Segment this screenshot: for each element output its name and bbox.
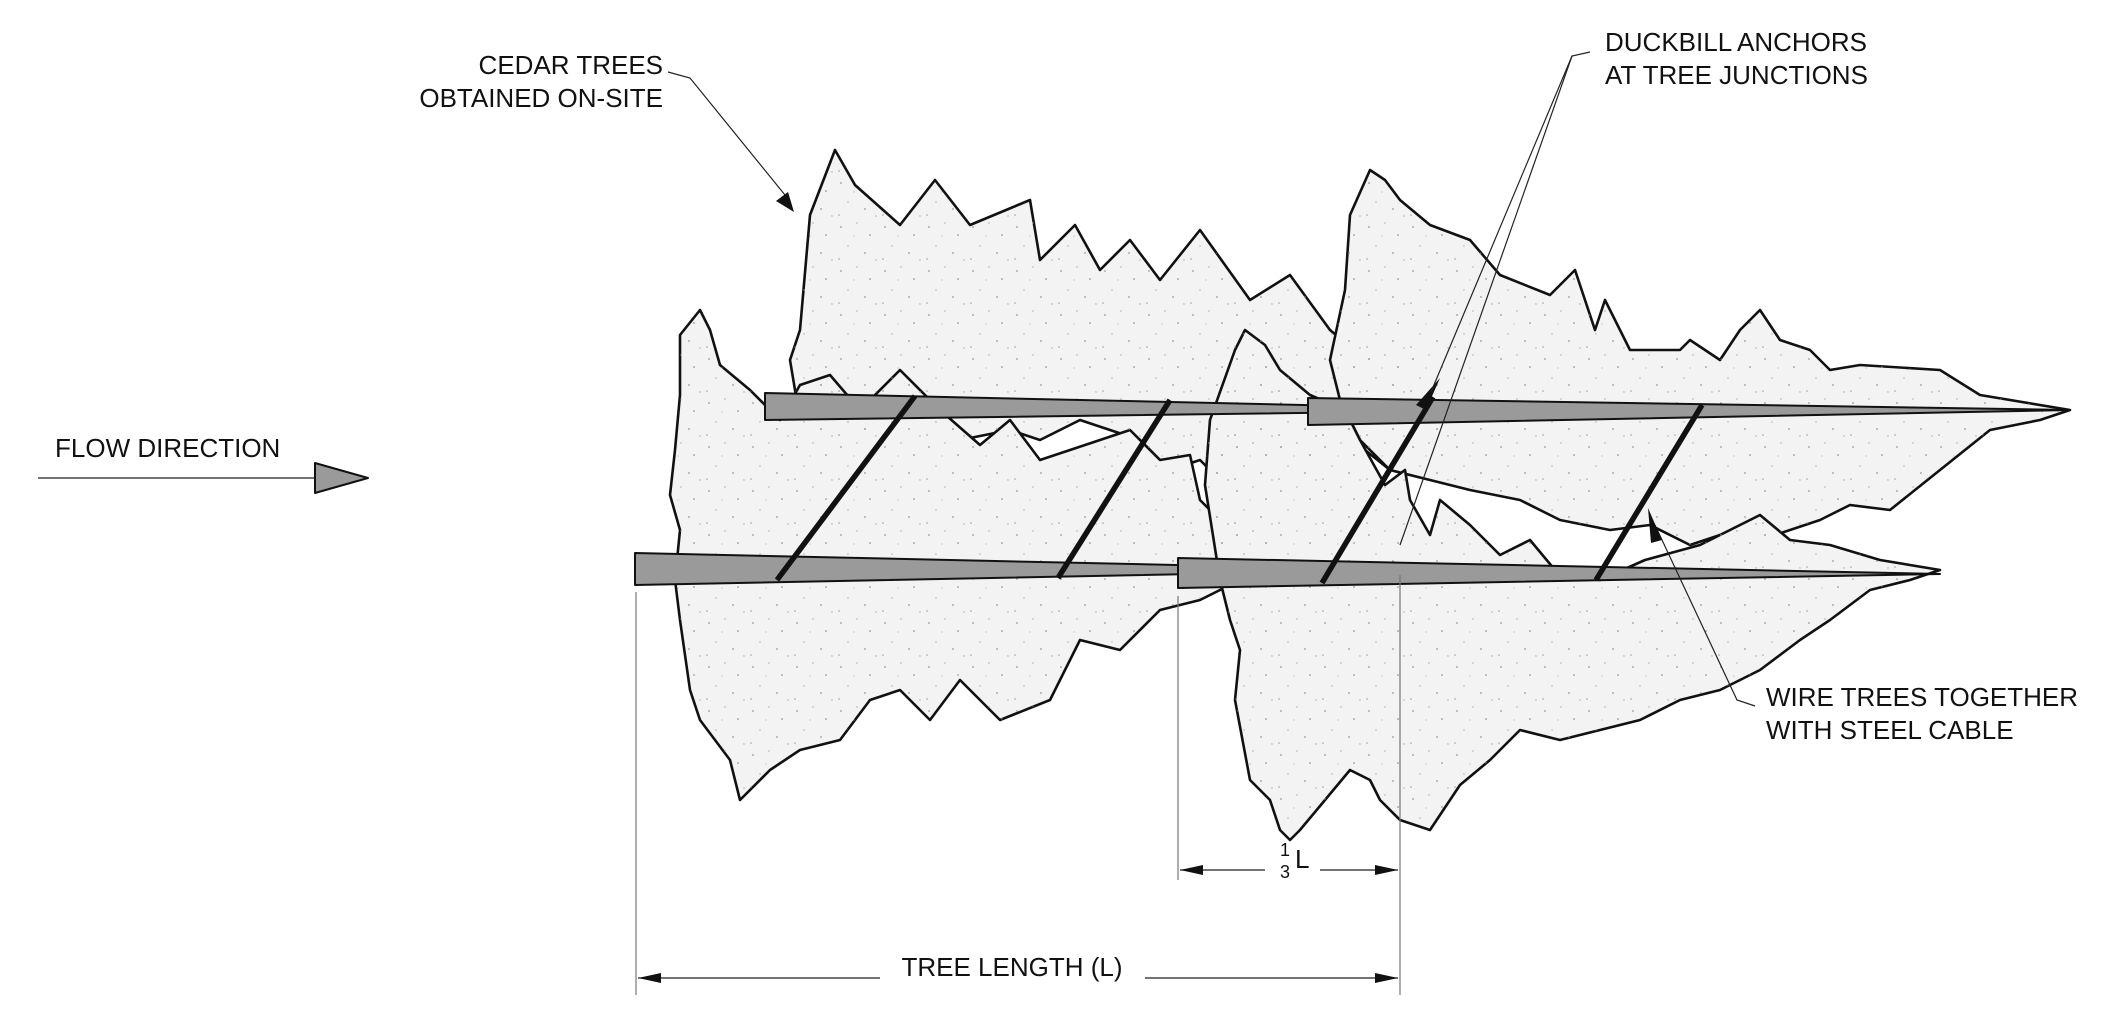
steel-cable-1 bbox=[774, 394, 918, 582]
duckbill-anchors-leader bbox=[1399, 51, 1591, 546]
wire-trees-label-line2: WITH STEEL CABLE bbox=[1766, 715, 2014, 745]
flow-direction-label: FLOW DIRECTION bbox=[55, 433, 280, 463]
steel-cables bbox=[774, 394, 1705, 585]
wire-trees-leader bbox=[1648, 508, 1756, 707]
trunk-upper-front bbox=[1307, 397, 2071, 426]
tree-length-dimension bbox=[635, 592, 1398, 995]
duckbill-anchors-label-line1: DUCKBILL ANCHORS bbox=[1605, 27, 1867, 57]
trunk-lower-back bbox=[634, 552, 1401, 586]
one-third-L: L bbox=[1295, 844, 1309, 874]
cedar-trees-label-line1: CEDAR TREES bbox=[479, 50, 663, 80]
tree-trunks bbox=[634, 392, 2071, 589]
duckbill-anchors-label-line2: AT TREE JUNCTIONS bbox=[1605, 60, 1868, 90]
trunk-lower-front bbox=[1177, 557, 1941, 589]
flow-direction-arrow bbox=[38, 462, 369, 494]
one-third-numerator: 1 bbox=[1280, 840, 1290, 860]
tree-length-label: TREE LENGTH (L) bbox=[901, 952, 1122, 982]
one-third-length-dimension bbox=[1177, 575, 1401, 995]
foliage-texture bbox=[670, 150, 2070, 840]
cedar-trees-leader bbox=[667, 71, 794, 212]
steel-cable-4 bbox=[1593, 403, 1705, 582]
wire-trees-label-line1: WIRE TREES TOGETHER bbox=[1766, 682, 2078, 712]
steel-cable-2 bbox=[1055, 398, 1173, 580]
trunk-upper-back bbox=[764, 392, 1531, 421]
one-third-denominator: 3 bbox=[1280, 862, 1290, 882]
cedar-trees-label-line2: OBTAINED ON-SITE bbox=[419, 83, 663, 113]
flow-arrowhead-icon bbox=[314, 462, 369, 494]
steel-cable-3 bbox=[1319, 395, 1436, 585]
